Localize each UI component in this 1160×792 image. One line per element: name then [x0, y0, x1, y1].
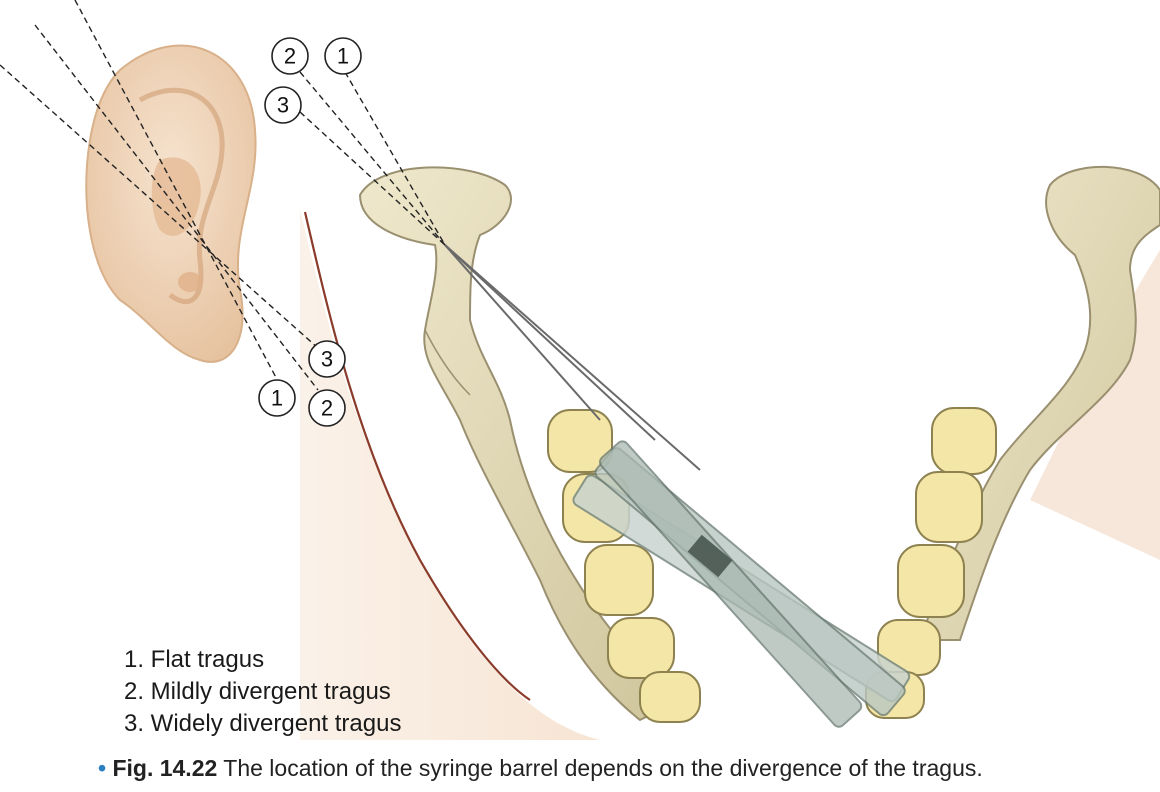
svg-text:3: 3	[321, 347, 333, 372]
legend-item-flat: 1. Flat tragus	[124, 646, 265, 673]
marker-top-3: 3	[264, 86, 302, 124]
marker-lower-2: 2	[308, 389, 346, 427]
svg-text:1: 1	[337, 44, 349, 69]
marker-lower-3: 3	[308, 340, 346, 378]
caption-text: The location of the syringe barrel depen…	[223, 755, 983, 781]
cheek-skin	[300, 210, 600, 740]
marker-top-2: 2	[271, 37, 309, 75]
cheek-outline	[303, 211, 531, 701]
figure-label: Fig. 14.22	[112, 755, 218, 781]
figure-caption: • Fig. 14.22 The location of the syringe…	[98, 755, 983, 782]
marker-top-1: 1	[324, 37, 362, 75]
legend-item-mildly-divergent: 2. Mildly divergent tragus	[124, 678, 391, 705]
svg-text:1: 1	[271, 386, 283, 411]
svg-text:2: 2	[284, 44, 296, 69]
legend: 1. Flat tragus 2. Mildly divergent tragu…	[124, 644, 401, 740]
legend-item-widely-divergent: 3. Widely divergent tragus	[124, 710, 402, 737]
caption-bullet: •	[98, 755, 107, 781]
divergence-lines	[0, 0, 446, 391]
syringes	[444, 244, 911, 728]
marker-lower-1: 1	[258, 379, 296, 417]
ear	[85, 44, 257, 363]
svg-text:2: 2	[321, 396, 333, 421]
svg-text:3: 3	[277, 93, 289, 118]
